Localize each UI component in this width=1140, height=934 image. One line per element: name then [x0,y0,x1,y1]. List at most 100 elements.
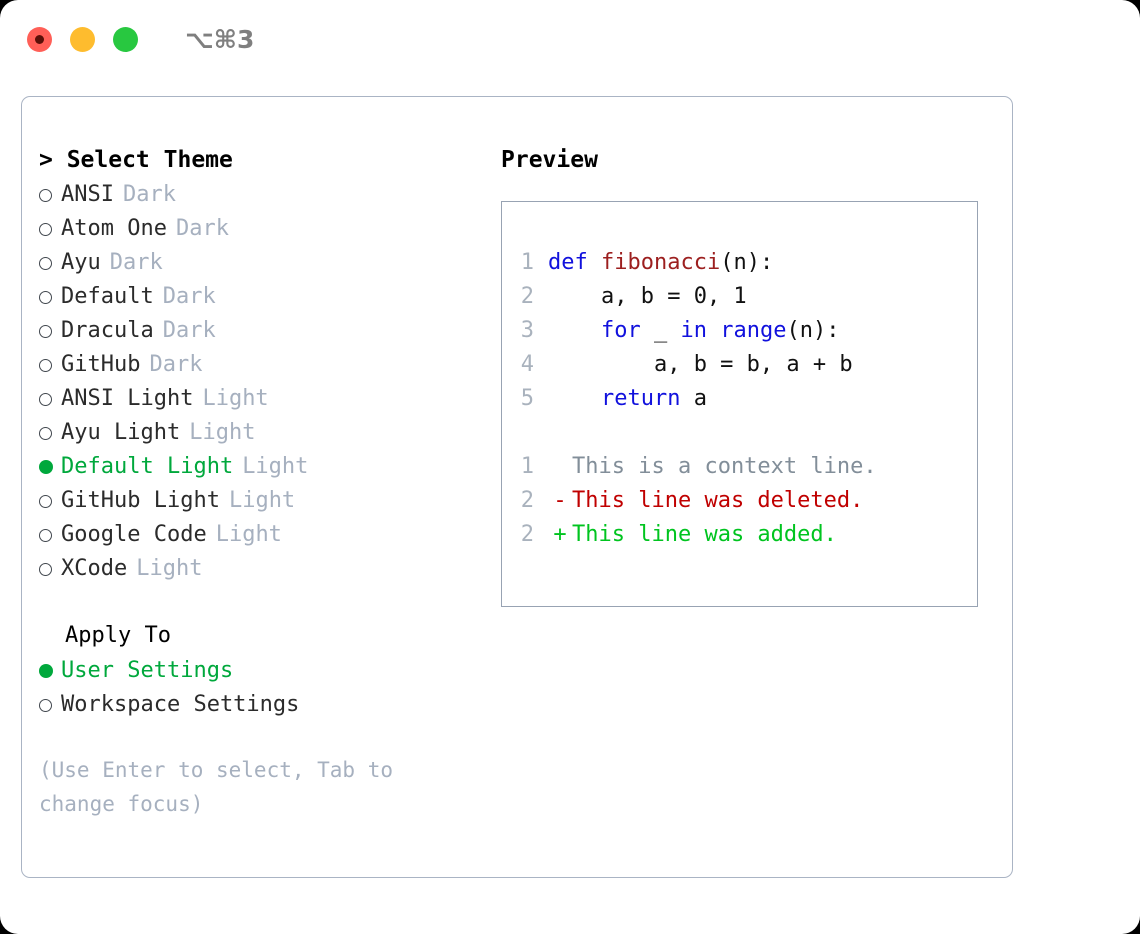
theme-list-item[interactable]: Default Dark [39,279,469,313]
code-token: a [680,386,707,411]
diff-line: 2 +This line was added. [502,518,977,552]
theme-variant-tag: Dark [162,318,216,343]
code-line: 1 def fibonacci(n): [502,246,977,280]
theme-name-label: GitHub Light [61,488,220,513]
diff-sign [548,450,572,484]
line-number: 2 [520,522,534,547]
theme-list-item[interactable]: GitHub Light Light [39,483,469,517]
line-number: 2 [520,284,534,309]
theme-name-label: Default Light [61,454,234,479]
theme-list-item[interactable]: Google Code Light [39,517,469,551]
radio-unselected-icon [39,347,61,381]
maximize-button-icon[interactable] [113,26,138,52]
code-token: return [600,386,681,411]
line-number: 1 [520,454,534,479]
theme-name-label: Google Code [61,522,207,547]
diff-sample: 1 This is a context line.2-This line was… [502,450,977,552]
radio-dot [39,359,52,372]
code-token: (n): [786,318,840,343]
radio-dot [39,664,53,678]
theme-list-item[interactable]: Dracula Dark [39,313,469,347]
theme-variant-tag: Dark [162,284,216,309]
theme-name-label: XCode [61,556,128,581]
theme-variant-tag: Light [202,386,269,411]
radio-unselected-icon [39,483,61,517]
theme-variant-tag: Dark [149,352,203,377]
code-text: a, b = 0, 1 [548,280,747,314]
radio-dot [39,529,52,542]
code-token: _ [640,318,681,343]
theme-variant-tag: Light [242,454,309,479]
apply-to-label: User Settings [61,658,234,683]
code-token [548,318,601,343]
code-token: for [600,318,641,343]
theme-list-item[interactable]: ANSI Dark [39,177,469,211]
keyboard-shortcut-label: ⌥⌘3 [185,24,255,54]
radio-unselected-icon [39,517,61,551]
code-text: def fibonacci(n): [548,246,773,280]
line-number: 1 [520,250,534,275]
code-token: fibonacci [601,250,721,275]
theme-name-label: Ayu [61,250,101,275]
radio-unselected-icon [39,279,61,313]
code-token: (n): [720,250,774,275]
apply-to-header: Apply To [65,623,171,648]
radio-unselected-icon [39,313,61,347]
theme-variant-tag: Light [189,420,256,445]
theme-name-label: Dracula [61,318,154,343]
radio-dot [39,460,53,474]
theme-variant-tag: Light [215,522,282,547]
diff-line: 2-This line was deleted. [502,484,977,518]
close-button-icon[interactable] [27,26,52,52]
theme-variant-tag: Dark [122,182,176,207]
theme-variant-tag: Light [228,488,296,513]
radio-dot [39,223,52,236]
radio-dot [39,291,52,304]
apply-to-option[interactable]: User Settings [39,653,469,687]
radio-unselected-icon [39,687,61,721]
theme-name-label: ANSI Light [61,386,194,411]
radio-dot [39,257,52,270]
radio-unselected-icon [39,381,61,415]
window-titlebar: ⌥⌘3 [0,0,1140,78]
code-line: 2 a, b = 0, 1 [502,280,977,314]
theme-name-label: ANSI [61,182,114,207]
diff-text: This line was added. [572,522,837,547]
keyboard-hint-text: (Use Enter to select, Tab to change focu… [39,758,394,816]
minimize-button-icon[interactable] [70,26,95,52]
code-line: 5 return a [502,382,977,416]
diff-text: This is a context line. [572,454,877,479]
code-token: a, b = b, a + b [548,352,853,377]
apply-to-option[interactable]: Workspace Settings [39,687,469,721]
diff-line: 1 This is a context line. [502,450,977,484]
theme-list-item[interactable]: Default Light Light [39,449,469,483]
theme-list-item[interactable]: ANSI Light Light [39,381,469,415]
code-token: range [720,318,787,343]
theme-name-label: Default [61,284,154,309]
diff-sign: + [553,522,567,547]
diff-sign: - [553,488,567,513]
preview-title: Preview [501,147,598,173]
radio-unselected-icon [39,177,61,211]
theme-name-label: Atom One [61,216,167,241]
line-number: 5 [520,386,534,411]
section-spacer [39,585,469,619]
radio-unselected-icon [39,415,61,449]
select-theme-header: > Select Theme [39,147,233,173]
radio-dot [39,563,52,576]
code-token [588,250,601,275]
line-number: 2 [520,488,534,513]
